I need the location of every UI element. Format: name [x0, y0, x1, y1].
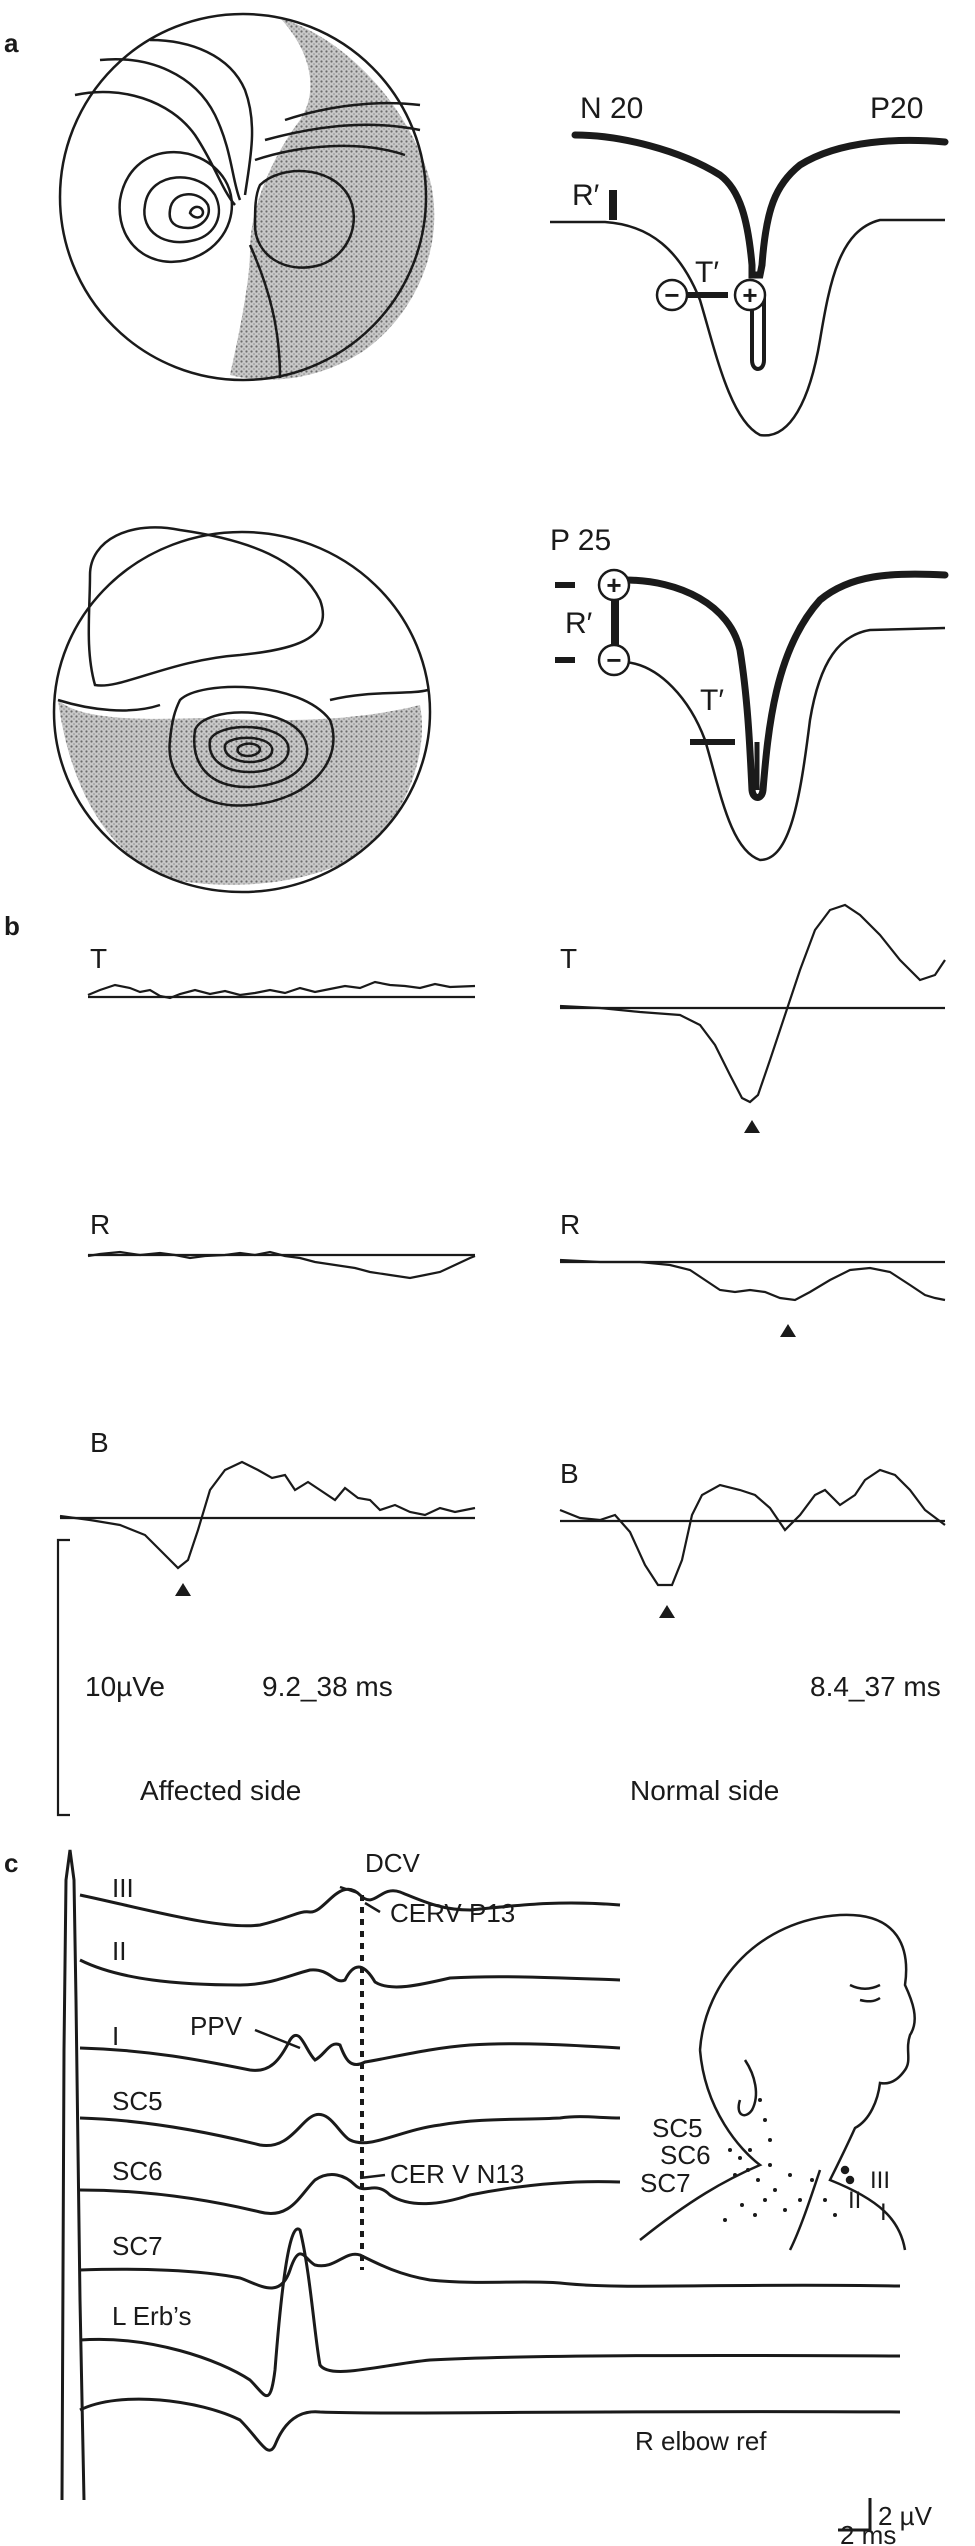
cerv-p13-label: CERV P13	[390, 1898, 515, 1928]
affected-caption: Affected side	[140, 1775, 301, 1806]
trace-r-affected-label: R	[90, 1209, 110, 1240]
trace-ii-label: II	[112, 1936, 126, 1966]
dcv-label: DCV	[365, 1848, 421, 1878]
p20-label: P20	[870, 92, 923, 125]
panel-c-leaders	[254, 1885, 386, 2180]
head-sc6-label: SC6	[660, 2140, 711, 2170]
trace-sc5-label: SC5	[112, 2086, 163, 2116]
r-prime-label-bottom: R′	[565, 607, 593, 640]
normal-timing: 8.4_37 ms	[810, 1671, 941, 1702]
waveform-a-bottom	[555, 570, 949, 862]
head-iii-label: III	[870, 2167, 890, 2194]
trace-t-normal-label: T	[560, 943, 577, 974]
r-prime-label: R′	[572, 179, 600, 212]
head-sc7-label: SC7	[640, 2168, 691, 2198]
head-i-label: I	[880, 2199, 887, 2226]
trace-t-affected-label: T	[90, 943, 107, 974]
dipole-bottom: + −	[597, 568, 631, 677]
p25-label: P 25	[550, 524, 611, 557]
svg-text:+: +	[606, 570, 621, 600]
scale-label-b: 10µVe	[85, 1671, 165, 1702]
svg-text:−: −	[664, 280, 679, 310]
t-prime-label: T′	[695, 256, 719, 289]
panel-c-traces	[60, 1849, 901, 2532]
scalp-map-bottom	[52, 526, 432, 894]
trace-b-affected-label: B	[90, 1427, 109, 1458]
minus-marker	[655, 278, 689, 312]
head-sc5-label: SC5	[652, 2113, 703, 2143]
trace-sc6-label: SC6	[112, 2156, 163, 2186]
svg-text:−: −	[606, 645, 621, 675]
trace-sc7-label: SC7	[112, 2231, 163, 2261]
t-prime-label-bottom: T′	[700, 684, 724, 717]
ppv-label: PPV	[190, 2011, 243, 2041]
affected-timing: 9.2_38 ms	[262, 1671, 393, 1702]
waveform-a-top	[550, 131, 949, 437]
trace-erb-label: L Erb’s	[112, 2301, 192, 2331]
panel-b-traces	[56, 903, 946, 1817]
panel-b-label: b	[4, 911, 20, 941]
panel-a-label: a	[4, 28, 19, 58]
panel-c-label: c	[4, 1848, 18, 1878]
head-illustration	[639, 1913, 916, 2251]
trace-i-label: I	[112, 2021, 119, 2051]
svg-text:+: +	[742, 280, 757, 310]
normal-caption: Normal side	[630, 1775, 779, 1806]
trace-iii-label: III	[112, 1873, 134, 1903]
scale-voltage-label: 2 µV	[878, 2501, 933, 2531]
scale-time-label: 2 ms	[840, 2520, 896, 2546]
plus-marker	[733, 278, 767, 312]
head-ii-label: II	[848, 2187, 861, 2214]
trace-r-normal-label: R	[560, 1209, 580, 1240]
ref-label: R elbow ref	[635, 2426, 767, 2456]
cerv-n13-label: CER V N13	[390, 2159, 524, 2189]
head-stipple	[723, 2098, 837, 2222]
dipole-top: − +	[655, 278, 767, 312]
plus-marker-bottom	[597, 568, 631, 602]
panel-b-markers	[175, 1120, 796, 1618]
minus-marker-bottom	[597, 643, 631, 677]
trace-b-normal-label: B	[560, 1458, 579, 1489]
n20-label: N 20	[580, 92, 643, 125]
scalp-map-top	[58, 12, 435, 382]
